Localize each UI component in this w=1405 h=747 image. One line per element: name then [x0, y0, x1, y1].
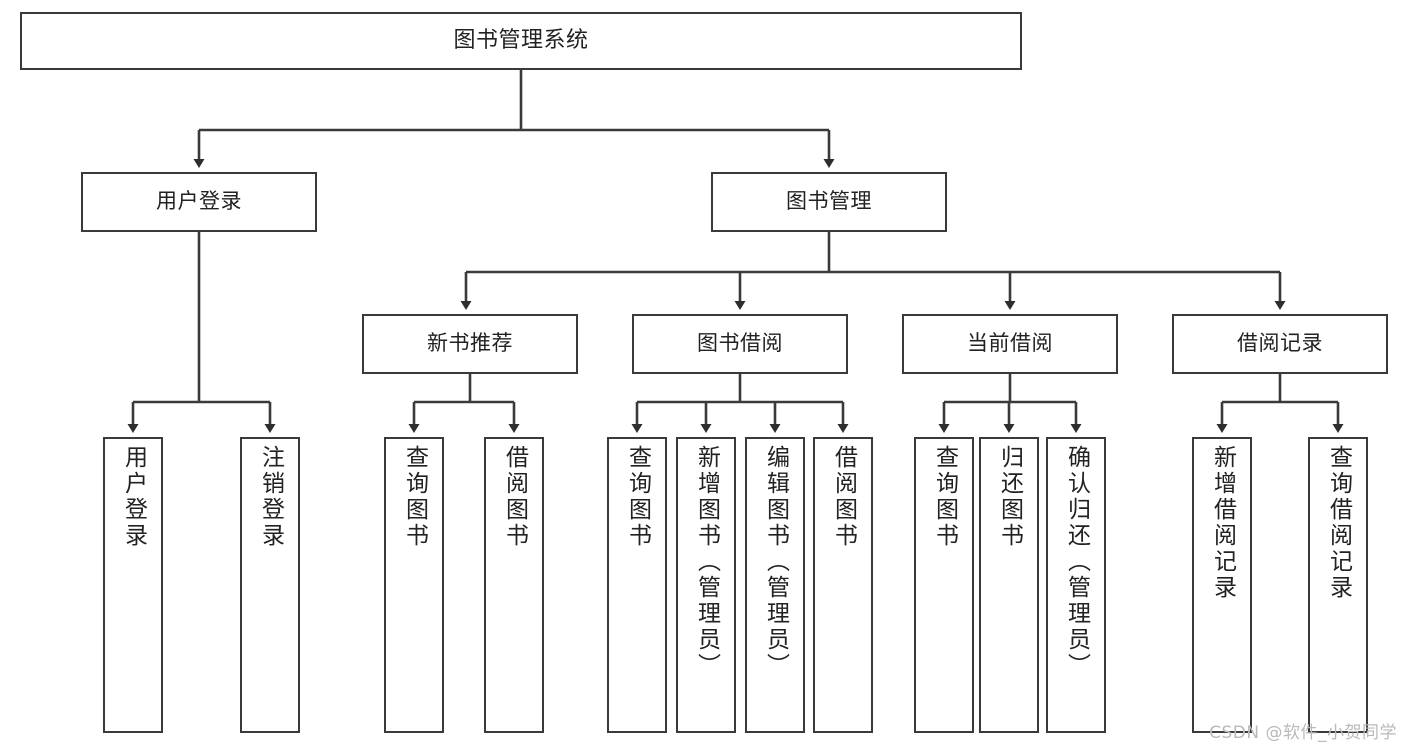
node-leaf-add-book[interactable]: 新增图书（管理员）	[676, 437, 736, 733]
node-label: 用户登录	[120, 445, 147, 549]
node-leaf-user-logout[interactable]: 注销登录	[240, 437, 300, 733]
node-leaf-borrow-book[interactable]: 借阅图书	[813, 437, 873, 733]
node-leaf-query-book-current[interactable]: 查询图书	[914, 437, 974, 733]
node-label: 借阅图书	[830, 445, 857, 549]
node-leaf-confirm-return[interactable]: 确认归还（管理员）	[1046, 437, 1106, 733]
node-label: 图书管理	[786, 189, 872, 214]
node-leaf-return-book[interactable]: 归还图书	[979, 437, 1039, 733]
node-label: 查询借阅记录	[1325, 445, 1352, 601]
node-label: 编辑图书（管理员）	[762, 445, 789, 679]
node-user-login[interactable]: 用户登录	[81, 172, 317, 232]
node-leaf-add-borrow-record[interactable]: 新增借阅记录	[1192, 437, 1252, 733]
node-label: 新增图书（管理员）	[693, 445, 720, 679]
node-leaf-query-borrow-record[interactable]: 查询借阅记录	[1308, 437, 1368, 733]
node-label: 借阅图书	[501, 445, 528, 549]
node-label: 注销登录	[257, 445, 284, 549]
node-label: 新增借阅记录	[1209, 445, 1236, 601]
node-label: 用户登录	[156, 189, 242, 214]
node-label: 图书管理系统	[453, 27, 589, 53]
node-current-borrow[interactable]: 当前借阅	[902, 314, 1118, 374]
node-label: 查询图书	[401, 445, 428, 549]
node-label: 确认归还（管理员）	[1063, 445, 1090, 679]
node-label: 查询图书	[624, 445, 651, 549]
node-label: 归还图书	[996, 445, 1023, 549]
node-root-system[interactable]: 图书管理系统	[20, 12, 1022, 70]
node-label: 借阅记录	[1237, 331, 1323, 356]
node-leaf-query-book-recommend[interactable]: 查询图书	[384, 437, 444, 733]
node-label: 图书借阅	[697, 331, 783, 356]
node-label: 当前借阅	[967, 331, 1053, 356]
watermark: CSDN @软件_小贺同学	[1209, 723, 1397, 743]
node-book-manage[interactable]: 图书管理	[711, 172, 947, 232]
node-leaf-query-book-borrow[interactable]: 查询图书	[607, 437, 667, 733]
node-leaf-user-login[interactable]: 用户登录	[103, 437, 163, 733]
node-leaf-borrow-book-recommend[interactable]: 借阅图书	[484, 437, 544, 733]
node-label: 新书推荐	[427, 331, 513, 356]
node-book-borrow[interactable]: 图书借阅	[632, 314, 848, 374]
node-label: 查询图书	[931, 445, 958, 549]
node-new-book-recommend[interactable]: 新书推荐	[362, 314, 578, 374]
node-leaf-edit-book[interactable]: 编辑图书（管理员）	[745, 437, 805, 733]
node-borrow-record[interactable]: 借阅记录	[1172, 314, 1388, 374]
